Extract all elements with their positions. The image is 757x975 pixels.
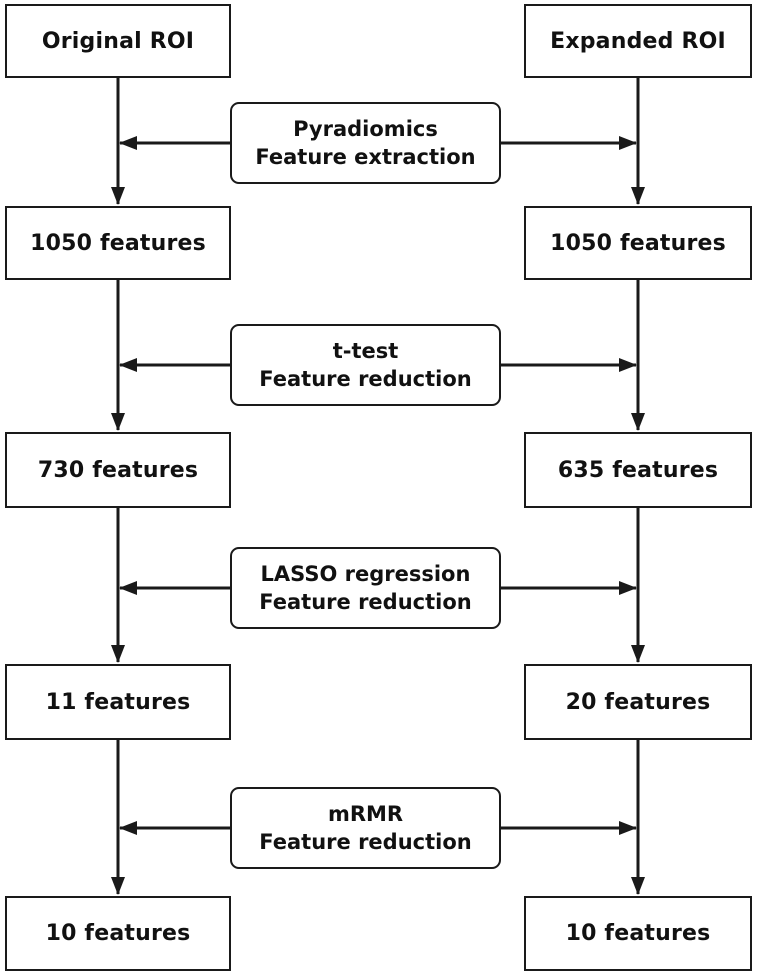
expanded-roi-box: Expanded ROI	[524, 4, 752, 78]
step-2-action: Feature reduction	[259, 367, 472, 391]
step-4-action: Feature reduction	[259, 830, 472, 854]
step-4-method: mRMR	[327, 802, 404, 826]
left-stage-3-box: 11 features	[5, 664, 231, 740]
step-1-method: Pyradiomics	[293, 117, 438, 141]
step-2-box: t-test Feature reduction	[230, 324, 501, 406]
step-3-box: LASSO regression Feature reduction	[230, 547, 501, 629]
left-stage-4-box: 10 features	[5, 896, 231, 971]
right-stage-1-box: 1050 features	[524, 206, 752, 280]
right-stage-3-box: 20 features	[524, 664, 752, 740]
left-stage-2-box: 730 features	[5, 432, 231, 508]
left-stage-3-label: 11 features	[45, 689, 191, 715]
step-3-action: Feature reduction	[259, 590, 472, 614]
left-stage-1-label: 1050 features	[30, 230, 206, 256]
original-roi-box: Original ROI	[5, 4, 231, 78]
step-1-action: Feature extraction	[255, 145, 476, 169]
right-stage-4-box: 10 features	[524, 896, 752, 971]
left-stage-2-label: 730 features	[37, 457, 199, 483]
right-stage-2-label: 635 features	[557, 457, 719, 483]
original-roi-label: Original ROI	[41, 28, 195, 54]
left-stage-4-label: 10 features	[45, 921, 191, 946]
right-stage-4-label: 10 features	[565, 921, 711, 946]
step-1-box: Pyradiomics Feature extraction	[230, 102, 501, 184]
expanded-roi-label: Expanded ROI	[550, 28, 726, 54]
right-stage-1-label: 1050 features	[550, 230, 726, 256]
step-3-method: LASSO regression	[260, 562, 471, 586]
step-4-box: mRMR Feature reduction	[230, 787, 501, 869]
left-stage-1-box: 1050 features	[5, 206, 231, 280]
right-stage-2-box: 635 features	[524, 432, 752, 508]
step-2-method: t-test	[332, 339, 399, 363]
right-stage-3-label: 20 features	[565, 689, 711, 715]
